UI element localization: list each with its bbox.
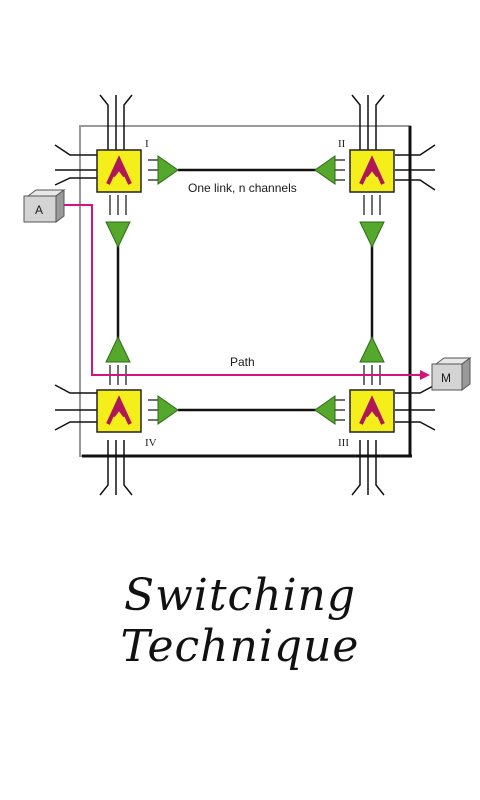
switch-II (349, 149, 395, 193)
endpoint-a-label: A (35, 203, 43, 217)
arrow-up-icon (105, 335, 131, 363)
switch-glyph-icon (106, 155, 132, 185)
arrow-up-icon (359, 335, 385, 363)
switch-glyph-icon (359, 155, 385, 185)
switch-III (349, 389, 395, 433)
arrow-down-icon (105, 221, 131, 249)
switch-label-IV: IV (145, 437, 157, 449)
direction-arrows (105, 155, 385, 425)
switch-glyph-icon (106, 395, 132, 425)
endpoint-m: M (431, 357, 472, 391)
switch-glyph-icon (359, 395, 385, 425)
path-label: Path (230, 355, 255, 369)
arrow-left-icon (314, 155, 336, 185)
page-title: Switching Technique (120, 570, 360, 672)
switch-stubs (54, 94, 436, 496)
endpoint-a: A (23, 189, 66, 223)
arrow-right-icon (157, 395, 179, 425)
arrow-right-icon (157, 155, 179, 185)
switch-label-I: I (145, 138, 149, 150)
path-arrow-icon (420, 370, 430, 380)
switching-diagram: I II III IV A M One link, n channels Pat… (23, 94, 472, 496)
endpoint-m-label: M (441, 371, 451, 385)
switch-I (96, 149, 142, 193)
switch-label-III: III (338, 437, 349, 449)
path-line (62, 204, 420, 376)
link-label: One link, n channels (188, 181, 297, 195)
arrow-left-icon (314, 395, 336, 425)
switch-IV (96, 389, 142, 433)
links (116, 168, 374, 412)
arrow-down-icon (359, 221, 385, 249)
switch-label-II: II (338, 138, 346, 150)
